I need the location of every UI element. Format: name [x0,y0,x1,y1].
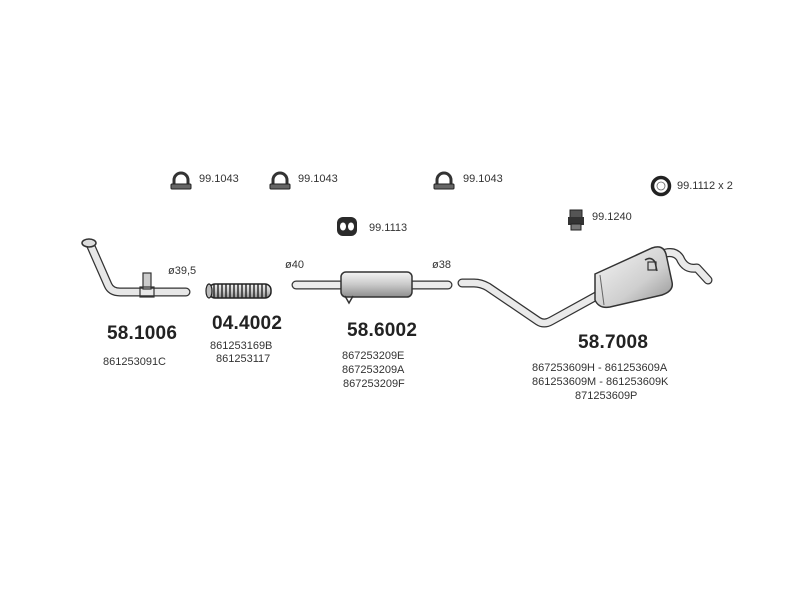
clamp-1-code: 99.1043 [199,173,239,185]
flex-pipe-icon [205,283,272,299]
oem-number: 861253169B [210,340,273,352]
mount-code: 99.1240 [592,211,632,223]
ring-code: 99.1112 x 2 [677,180,733,192]
part-code: 04.4002 [212,313,283,334]
part-code: 58.7008 [578,332,649,353]
clamp-3-code: 99.1043 [463,173,503,185]
part-code: 58.1006 [107,323,178,344]
part-code: 58.6002 [347,320,418,341]
rear-silencer-icon [457,246,713,328]
oem-number: 871253609P [575,390,638,402]
diameter-label: ø40 [285,259,304,271]
hanger-code: 99.1113 [369,222,408,234]
u-bolt-clamp-icon [269,171,291,190]
oem-number: 867253209F [343,378,405,390]
rubber-mount-icon [568,209,584,231]
rubber-hanger-icon [337,217,357,236]
u-bolt-clamp-icon [170,171,192,190]
rubber-ring-icon [650,175,672,197]
oem-number: 861253091C [103,356,167,368]
oem-number: 867253209E [342,350,405,362]
middle-silencer-icon [291,271,453,305]
oem-number: 867253609H - 861253609A [532,362,668,374]
oem-number: 861253609M - 861253609K [532,376,669,388]
diameter-label: ø39,5 [168,265,197,277]
u-bolt-clamp-icon [433,171,455,190]
oem-number: 867253209A [342,364,405,376]
diameter-label: ø38 [432,259,451,271]
clamp-2-code: 99.1043 [298,173,338,185]
oem-number: 861253117 [216,353,271,365]
front-pipe-icon [81,238,191,298]
